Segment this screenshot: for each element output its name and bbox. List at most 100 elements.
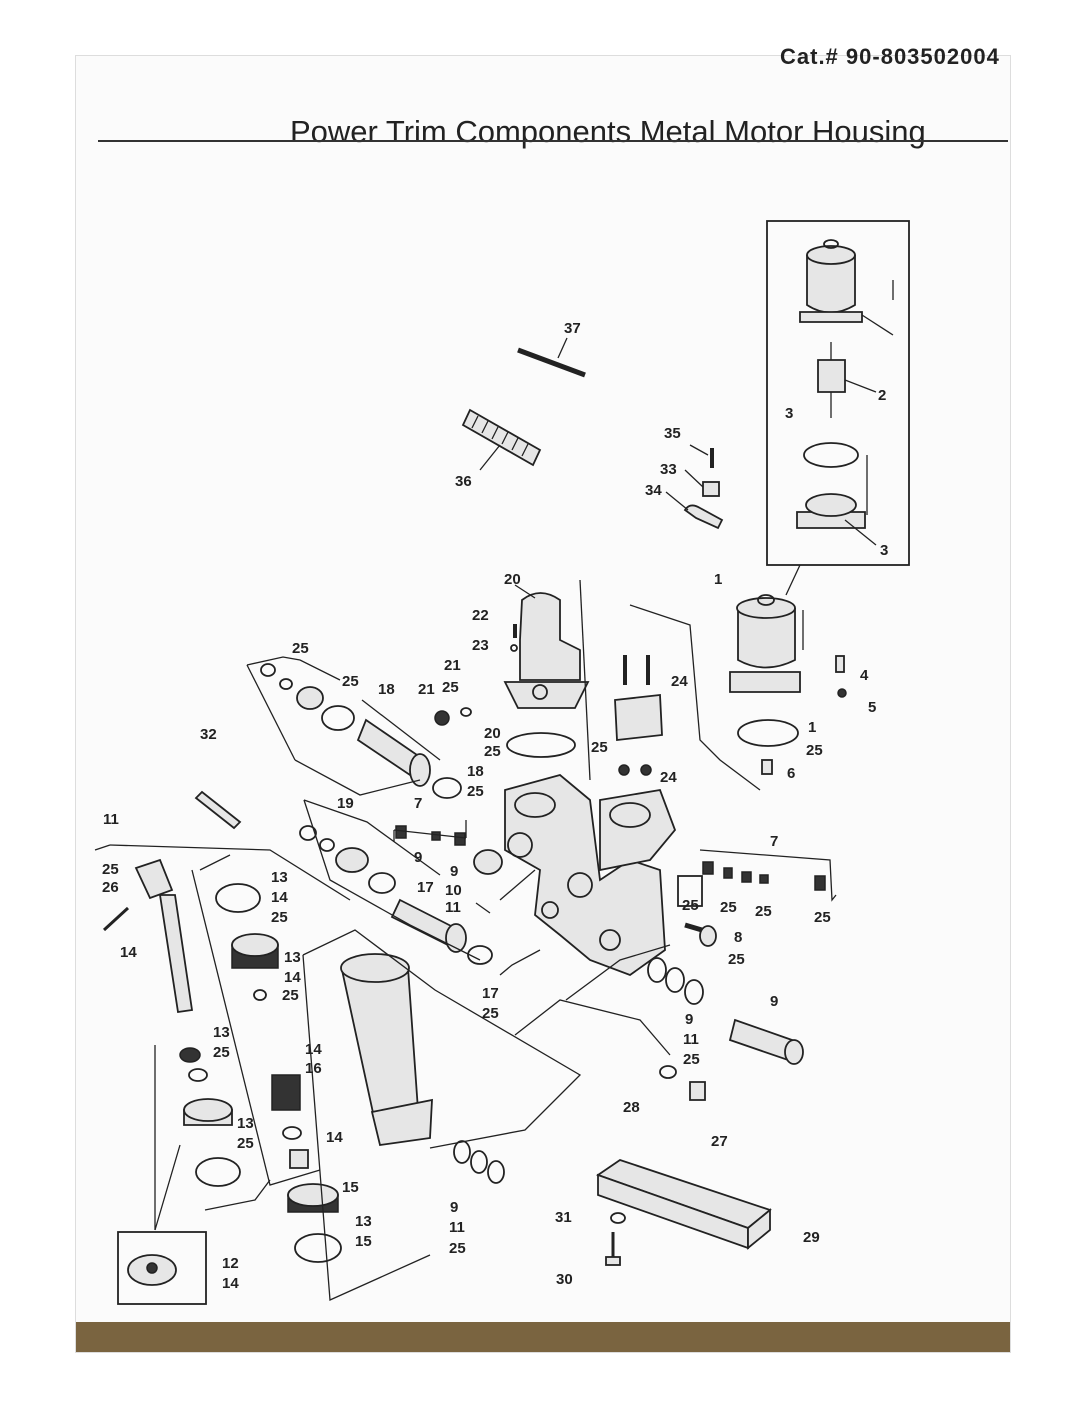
callout-25: 25 [292,640,309,657]
callout-14: 14 [120,944,137,961]
callout-18: 18 [378,681,395,698]
callout-3: 3 [785,405,793,422]
part-14-rod [102,858,241,1187]
callout-25: 25 [755,903,772,920]
part-1-motor [729,594,847,775]
callout-35: 35 [664,425,681,442]
callout-14: 14 [326,1129,343,1146]
callout-9: 9 [414,849,422,866]
callout-15: 15 [355,1233,372,1250]
callout-28: 28 [623,1099,640,1116]
callout-14: 14 [305,1041,322,1058]
callout-25: 25 [467,783,484,800]
callout-25: 25 [591,739,608,756]
callout-11: 11 [103,811,119,828]
callout-34: 34 [645,482,662,499]
part-18-piston [260,663,462,799]
callout-9: 9 [450,1199,458,1216]
callout-25: 25 [271,909,288,926]
parts-33-35 [665,444,724,530]
callout-21: 21 [418,681,435,698]
callout-11: 11 [449,1219,465,1236]
callout-9: 9 [685,1011,693,1028]
callout-24: 24 [671,673,688,690]
callout-13: 13 [213,1024,230,1041]
catalog-number: Cat.# 90-8035020​04 [780,44,1000,69]
callout-19: 19 [337,795,354,812]
callout-25: 25 [342,673,359,690]
callout-9: 9 [770,993,778,1010]
callout-6: 6 [787,765,795,782]
callout-26: 26 [102,879,119,896]
callout-1: 1 [808,719,816,736]
callout-2: 2 [878,387,886,404]
callout-25: 25 [728,951,745,968]
callout-21: 21 [444,657,461,674]
callout-12: 12 [222,1255,239,1272]
callout-36: 36 [455,473,472,490]
background-edge-bottom [76,1322,1010,1352]
callout-33: 33 [660,461,677,478]
callout-8: 8 [734,929,742,946]
callout-25: 25 [484,743,501,760]
callout-23: 23 [472,637,489,654]
callout-15: 15 [342,1179,359,1196]
leader-lines [94,564,837,1301]
callout-25: 25 [683,1051,700,1068]
callout-13: 13 [355,1213,372,1230]
callout-11: 11 [683,1031,699,1048]
part-37-rod [517,337,586,378]
callout-14: 14 [284,969,301,986]
callout-25: 25 [282,987,299,1004]
manifold-body [504,774,677,977]
callout-25: 25 [237,1135,254,1152]
trim-cylinder [340,953,505,1184]
callout-16: 16 [305,1060,322,1077]
callout-10: 10 [445,882,462,899]
callout-25: 25 [449,1240,466,1257]
callout-25: 25 [482,1005,499,1022]
callout-18: 18 [467,763,484,780]
callout-3: 3 [880,542,888,559]
callout-29: 29 [803,1229,820,1246]
callout-20: 20 [504,571,521,588]
callout-25: 25 [102,861,119,878]
piston-stack [215,883,342,1263]
callout-17: 17 [417,879,434,896]
callout-14: 14 [222,1275,239,1292]
callout-13: 13 [284,949,301,966]
title-rule [98,140,1008,142]
callout-37: 37 [564,320,581,337]
callout-7: 7 [770,833,778,850]
callout-5: 5 [868,699,876,716]
callout-4: 4 [860,667,869,684]
callout-25: 25 [442,679,459,696]
motor-kit-box [766,220,910,566]
callout-9: 9 [450,863,458,880]
callout-25: 25 [682,897,699,914]
part-20-reservoir [503,584,590,758]
callout-30: 30 [556,1271,573,1288]
part-12-box [117,1231,207,1305]
callout-14: 14 [271,889,288,906]
callout-25: 25 [720,899,737,916]
callout-27: 27 [711,1133,728,1150]
callout-13: 13 [237,1115,254,1132]
part-7-valves [395,825,826,907]
part-29-block [596,1159,772,1266]
callout-17: 17 [482,985,499,1002]
callout-11: 11 [445,899,461,916]
callout-7: 7 [414,795,422,812]
part-24-valve [614,655,663,776]
callout-13: 13 [271,869,288,886]
callout-31: 31 [555,1209,572,1226]
callout-32: 32 [200,726,217,743]
part-9-pin [473,849,804,1065]
callout-25: 25 [806,742,823,759]
page-title: Power Trim Components Metal Motor Housin… [290,114,926,149]
part-36-filter [461,408,542,471]
callout-25: 25 [213,1044,230,1061]
part-21-plug [434,707,472,726]
callout-20: 20 [484,725,501,742]
